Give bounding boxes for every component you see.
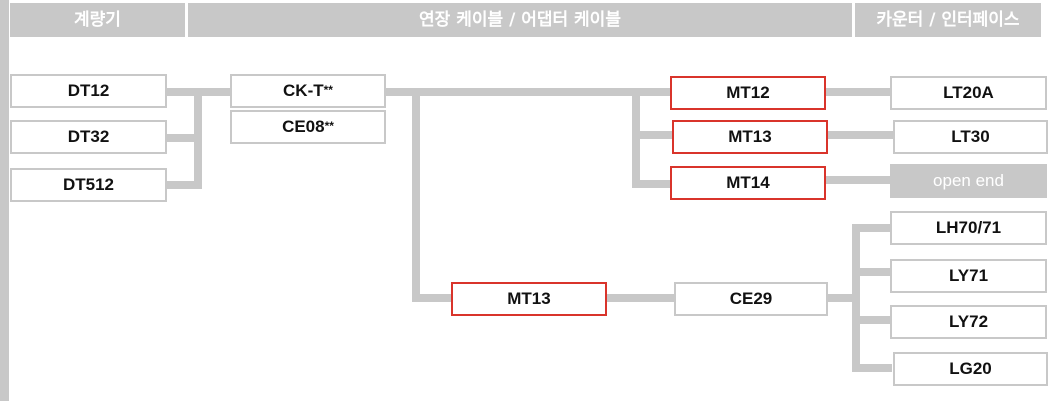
adapter-box-mt14: MT14: [670, 166, 826, 200]
footnote-mark: **: [324, 119, 334, 133]
connector: [852, 268, 892, 276]
adapter-box-ce29: CE29: [674, 282, 828, 316]
header-meters: 계량기: [10, 3, 185, 37]
adapter-box-mt12: MT12: [670, 76, 826, 110]
connector: [827, 131, 894, 139]
connector: [632, 131, 672, 139]
connector: [632, 92, 640, 188]
connector: [852, 224, 892, 232]
meter-box-dt12: DT12: [10, 74, 167, 108]
connector: [166, 88, 202, 96]
connector: [194, 88, 202, 189]
cable-label-ck-t: CK-T: [283, 81, 324, 100]
connector: [166, 134, 202, 142]
header-cables: 연장 케이블 / 어댑터 케이블: [188, 3, 852, 37]
connector: [825, 176, 892, 184]
connector: [852, 316, 892, 324]
adapter-box-mt13: MT13: [672, 120, 828, 154]
connector: [384, 88, 672, 96]
connector: [825, 88, 892, 96]
header-counters: 카운터 / 인터페이스: [855, 3, 1041, 37]
connector: [852, 364, 892, 372]
counter-box-lg20: LG20: [893, 352, 1048, 386]
meter-box-dt512: DT512: [10, 168, 167, 202]
connector: [412, 92, 420, 302]
counter-box-open-end: open end: [890, 164, 1047, 198]
cable-box-ce08: CE08**: [230, 110, 386, 144]
adapter-box-mt13-lower: MT13: [451, 282, 607, 316]
counter-box-lt20a: LT20A: [890, 76, 1047, 110]
counter-box-ly71: LY71: [890, 259, 1047, 293]
counter-box-lt30: LT30: [893, 120, 1048, 154]
connector: [194, 88, 232, 96]
footnote-mark: **: [323, 83, 333, 97]
counter-box-ly72: LY72: [890, 305, 1047, 339]
connector: [852, 224, 860, 372]
left-edge-bar: [0, 0, 9, 401]
connector: [826, 294, 856, 302]
connector: [412, 294, 452, 302]
cable-box-ck-t: CK-T**: [230, 74, 386, 108]
connector: [166, 181, 202, 189]
cable-label-ce08: CE08: [282, 117, 325, 136]
counter-box-lh70-71: LH70/71: [890, 211, 1047, 245]
meter-box-dt32: DT32: [10, 120, 167, 154]
connector: [632, 180, 672, 188]
connector: [606, 294, 675, 302]
